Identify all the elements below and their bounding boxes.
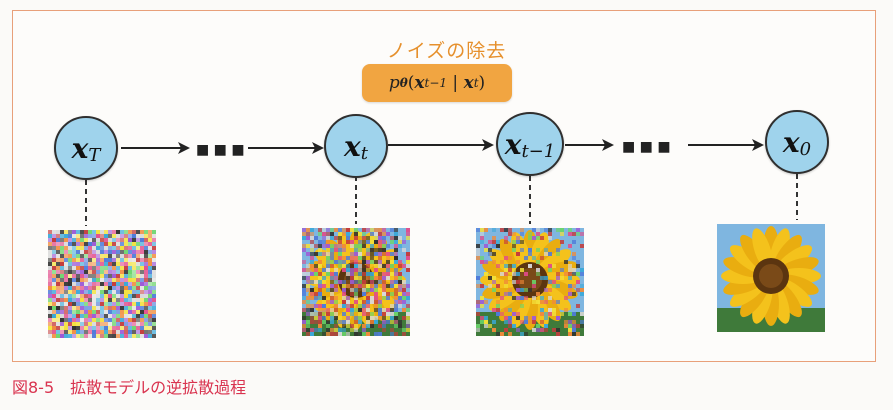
node-xT-sub: T	[88, 144, 101, 166]
node-xt-sub: t	[360, 142, 368, 164]
formula-sub1: t−1	[424, 76, 448, 90]
node-xt-1-sub: t−1	[521, 140, 556, 162]
node-xT-var: x	[71, 131, 89, 165]
figure-caption: 図8-5 拡散モデルの逆拡散過程	[12, 374, 246, 398]
noisy-sunflower-image	[302, 228, 410, 336]
node-xt-var: x	[344, 129, 361, 163]
node-xt-1-var: x	[504, 127, 522, 161]
pure-noise-image	[48, 230, 156, 338]
formula-p: p	[388, 73, 400, 93]
node-x0-sub: 0	[799, 138, 812, 160]
formula-theta: θ	[399, 76, 408, 90]
formula-lparen: (	[407, 73, 415, 93]
formula-sub2: t	[473, 76, 479, 90]
figure-caption-text: 拡散モデルの逆拡散過程	[70, 378, 247, 397]
formula-x2: x	[463, 73, 474, 93]
denoise-title: ノイズの除去	[386, 40, 507, 62]
formula-rparen: )	[478, 73, 486, 93]
node-x0-var: x	[782, 125, 800, 159]
ellipsis-left: ■ ■ ■	[196, 142, 245, 158]
less-noisy-sunflower-image	[476, 228, 584, 336]
ellipsis-right: ■ ■ ■	[622, 139, 671, 155]
clean-sunflower-image	[717, 224, 825, 332]
formula-x1: x	[414, 73, 425, 93]
figure-number: 図8-5	[12, 378, 55, 397]
formula-bar: |	[452, 73, 459, 93]
